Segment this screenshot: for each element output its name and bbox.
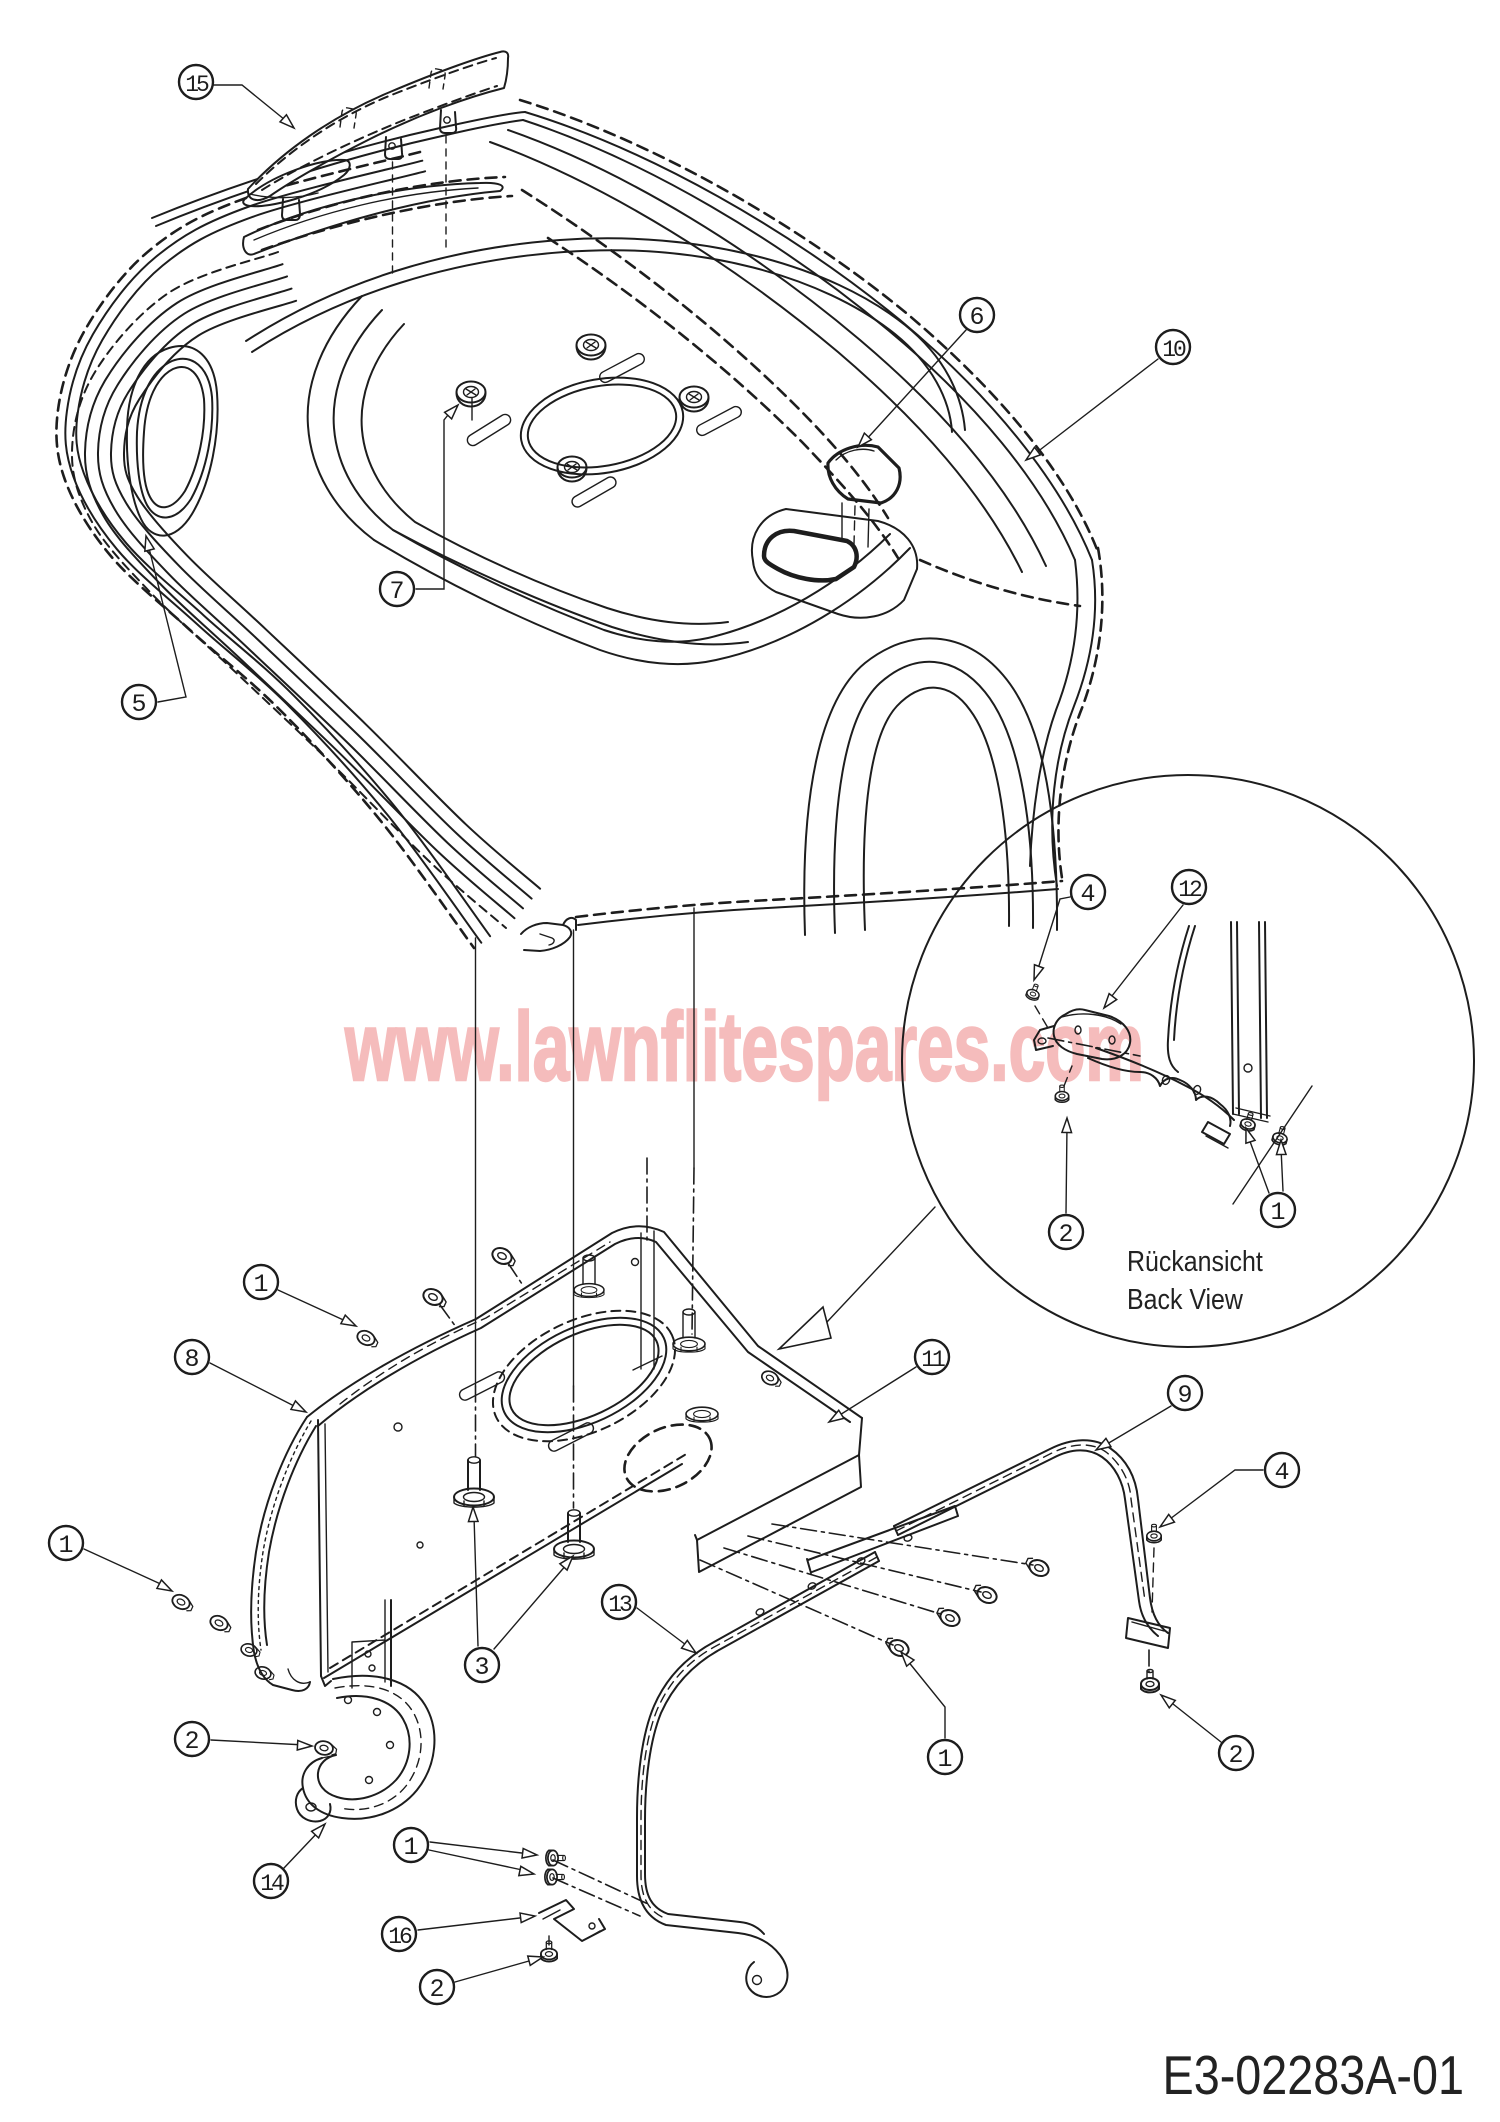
- svg-text:3: 3: [474, 1653, 489, 1682]
- svg-text:Rückansicht: Rückansicht: [1127, 1245, 1263, 1277]
- svg-text:www.lawnflitespares.com: www.lawnflitespares.com: [344, 992, 1144, 1101]
- svg-text:Back View: Back View: [1127, 1283, 1243, 1315]
- svg-text:8: 8: [184, 1345, 199, 1374]
- svg-text:7: 7: [389, 577, 404, 606]
- svg-text:10: 10: [1162, 337, 1186, 363]
- svg-text:1: 1: [1270, 1198, 1285, 1227]
- svg-text:12: 12: [1178, 877, 1202, 903]
- svg-text:9: 9: [1177, 1381, 1192, 1410]
- svg-text:1: 1: [937, 1745, 952, 1774]
- svg-text:4: 4: [1080, 880, 1095, 909]
- svg-text:2: 2: [1228, 1741, 1243, 1770]
- svg-text:E3-02283A-01: E3-02283A-01: [1163, 2044, 1464, 2105]
- svg-text:6: 6: [969, 303, 984, 332]
- svg-text:11: 11: [921, 1347, 945, 1373]
- svg-text:2: 2: [184, 1727, 199, 1756]
- svg-text:14: 14: [260, 1871, 284, 1897]
- svg-text:1: 1: [403, 1833, 418, 1862]
- svg-text:16: 16: [388, 1924, 412, 1950]
- svg-text:13: 13: [608, 1592, 632, 1618]
- svg-text:1: 1: [253, 1270, 268, 1299]
- svg-text:4: 4: [1274, 1458, 1289, 1487]
- svg-text:1: 1: [58, 1531, 73, 1560]
- svg-text:5: 5: [131, 690, 146, 719]
- svg-text:2: 2: [429, 1975, 444, 2004]
- svg-text:15: 15: [185, 72, 209, 98]
- svg-text:2: 2: [1058, 1220, 1073, 1249]
